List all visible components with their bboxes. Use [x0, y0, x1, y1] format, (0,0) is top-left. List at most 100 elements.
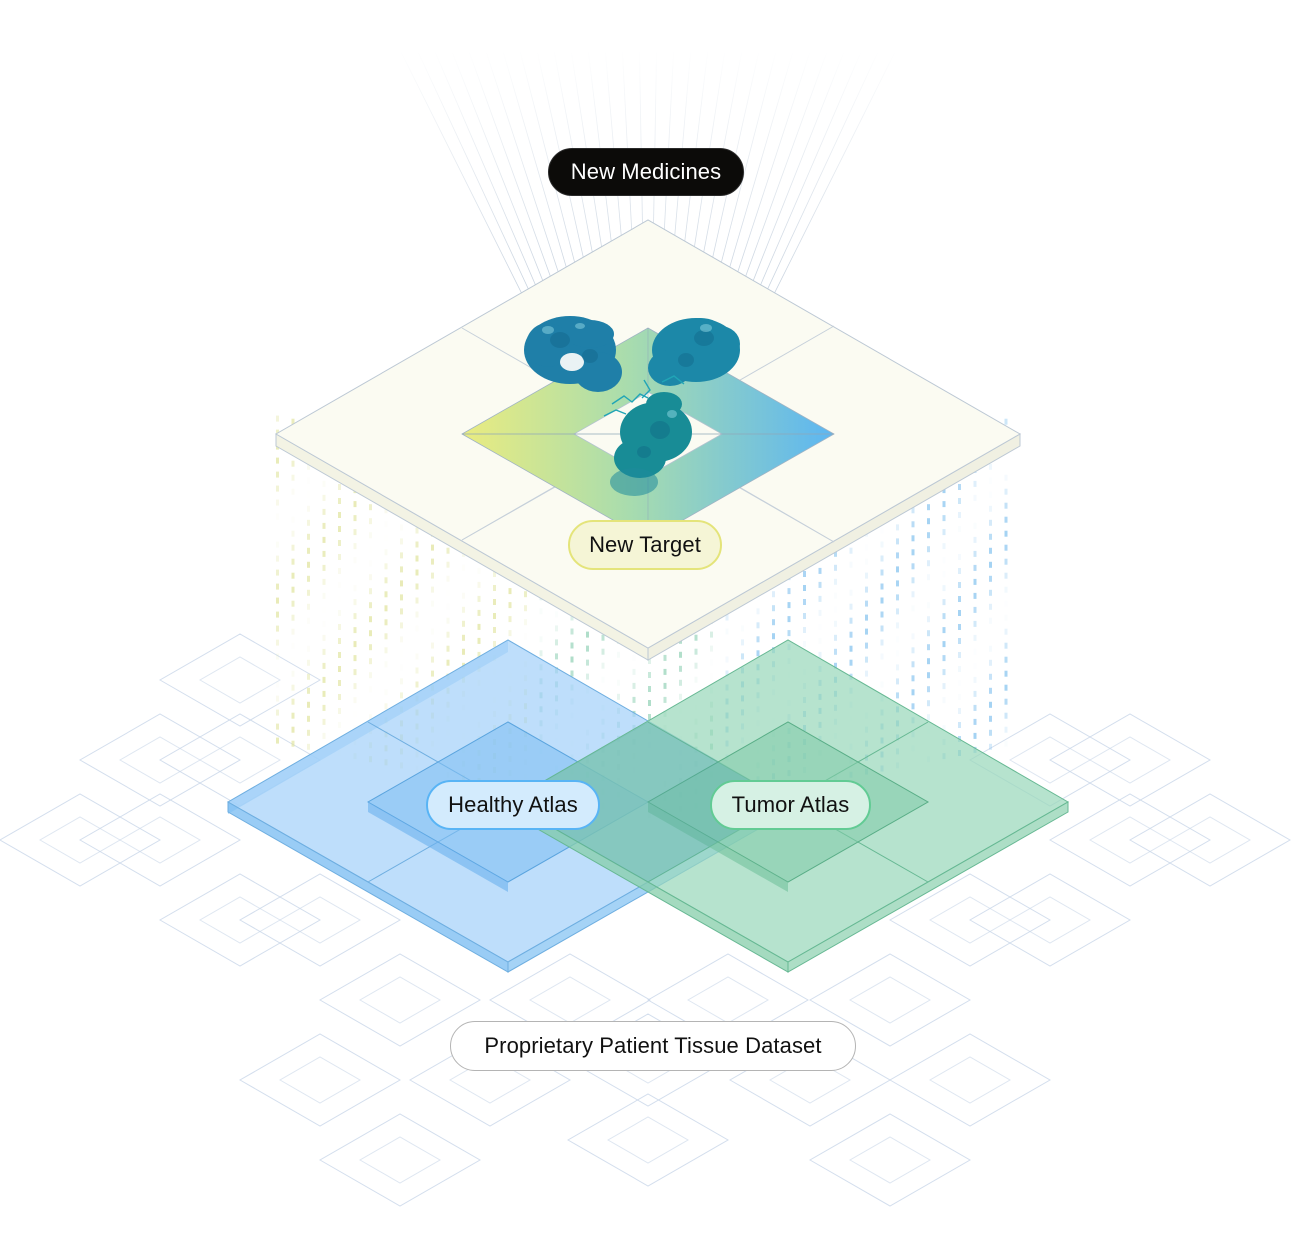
data-dot	[354, 711, 357, 717]
data-dot	[462, 620, 465, 627]
ray-line	[416, 49, 548, 331]
data-dot	[307, 645, 310, 652]
data-dot	[353, 585, 357, 592]
data-dot	[353, 669, 357, 676]
data-dot	[322, 522, 326, 529]
data-dot	[741, 639, 744, 646]
data-dot	[508, 616, 512, 623]
floor-grid-inner-cell	[198, 736, 282, 784]
data-dot	[307, 533, 310, 540]
data-dot	[276, 499, 279, 506]
data-dot	[911, 703, 915, 710]
data-dot	[896, 608, 899, 615]
data-dot	[353, 697, 357, 704]
data-dot	[415, 527, 419, 534]
data-dot	[291, 740, 295, 747]
data-dot	[834, 564, 837, 571]
data-dot	[973, 578, 977, 585]
data-dot	[291, 516, 295, 523]
data-dot	[973, 676, 977, 683]
data-dot	[524, 619, 527, 626]
data-dot	[602, 677, 605, 683]
data-dot	[276, 709, 279, 716]
data-dot	[276, 583, 279, 590]
data-dot	[911, 549, 915, 556]
data-dot	[307, 687, 310, 694]
data-dot	[493, 613, 496, 619]
data-dot	[493, 571, 496, 577]
data-dot	[1004, 726, 1008, 733]
data-dot	[462, 564, 465, 571]
data-dot	[989, 715, 992, 722]
data-dot	[539, 608, 543, 615]
data-dot	[292, 643, 295, 649]
floor-grid-cell	[238, 873, 402, 967]
healthy-atlas-badge: Healthy Atlas	[426, 780, 600, 830]
data-dot	[849, 617, 853, 624]
data-dot	[384, 703, 388, 710]
data-dot	[493, 627, 496, 633]
data-dot	[1004, 418, 1008, 425]
data-dot	[322, 718, 326, 725]
data-dot	[989, 687, 992, 694]
floor-grid-inner-cell	[1168, 816, 1252, 864]
data-dot	[322, 676, 326, 683]
data-dot	[338, 624, 341, 630]
data-dot	[400, 552, 403, 559]
data-dot	[400, 678, 403, 685]
data-dot	[539, 650, 543, 657]
data-dot	[415, 541, 419, 548]
data-dot	[462, 592, 465, 599]
data-dot	[353, 543, 357, 550]
data-dot	[601, 662, 605, 669]
data-dot	[911, 507, 915, 514]
data-dot	[601, 634, 605, 641]
data-dot	[446, 659, 450, 666]
data-dot	[958, 568, 961, 574]
data-dot	[524, 605, 527, 612]
data-dot	[865, 614, 868, 621]
data-dot	[291, 614, 295, 621]
data-dot	[291, 684, 295, 691]
floor-grid-inner-cell	[118, 816, 202, 864]
data-dot	[880, 681, 884, 688]
data-dot	[880, 569, 884, 576]
data-dot	[973, 620, 977, 627]
data-dot	[338, 498, 341, 504]
data-dot	[524, 591, 527, 598]
data-dot	[415, 625, 419, 632]
data-dot	[338, 680, 341, 686]
data-dot	[725, 628, 729, 635]
data-dot	[307, 492, 310, 498]
data-dot	[353, 515, 357, 522]
data-dot	[384, 661, 388, 668]
data-dot	[989, 673, 992, 680]
data-dot	[958, 624, 961, 630]
data-dot	[276, 513, 279, 520]
floor-grid-inner-cell	[278, 1056, 362, 1104]
data-dot	[400, 664, 403, 670]
data-dot	[942, 669, 946, 676]
data-dot	[369, 616, 372, 623]
data-dot	[958, 610, 961, 616]
data-dot	[927, 644, 930, 651]
data-dot	[446, 575, 450, 582]
data-dot	[927, 574, 930, 581]
ray-line	[740, 49, 863, 331]
floor-grid-inner-cell	[1008, 896, 1092, 944]
floor-grid-cell	[1048, 713, 1212, 807]
data-dot	[539, 636, 543, 643]
data-dot	[338, 526, 341, 532]
data-dot	[555, 611, 558, 617]
data-dot	[911, 535, 915, 542]
data-dot	[834, 634, 837, 641]
data-dot	[338, 512, 341, 518]
data-dot	[880, 639, 884, 646]
data-dot	[400, 608, 403, 615]
data-dot	[942, 683, 946, 690]
data-dot	[276, 737, 279, 744]
data-dot	[1005, 601, 1008, 607]
data-dot	[400, 650, 403, 656]
data-dot	[291, 530, 295, 537]
data-dot	[338, 652, 341, 658]
